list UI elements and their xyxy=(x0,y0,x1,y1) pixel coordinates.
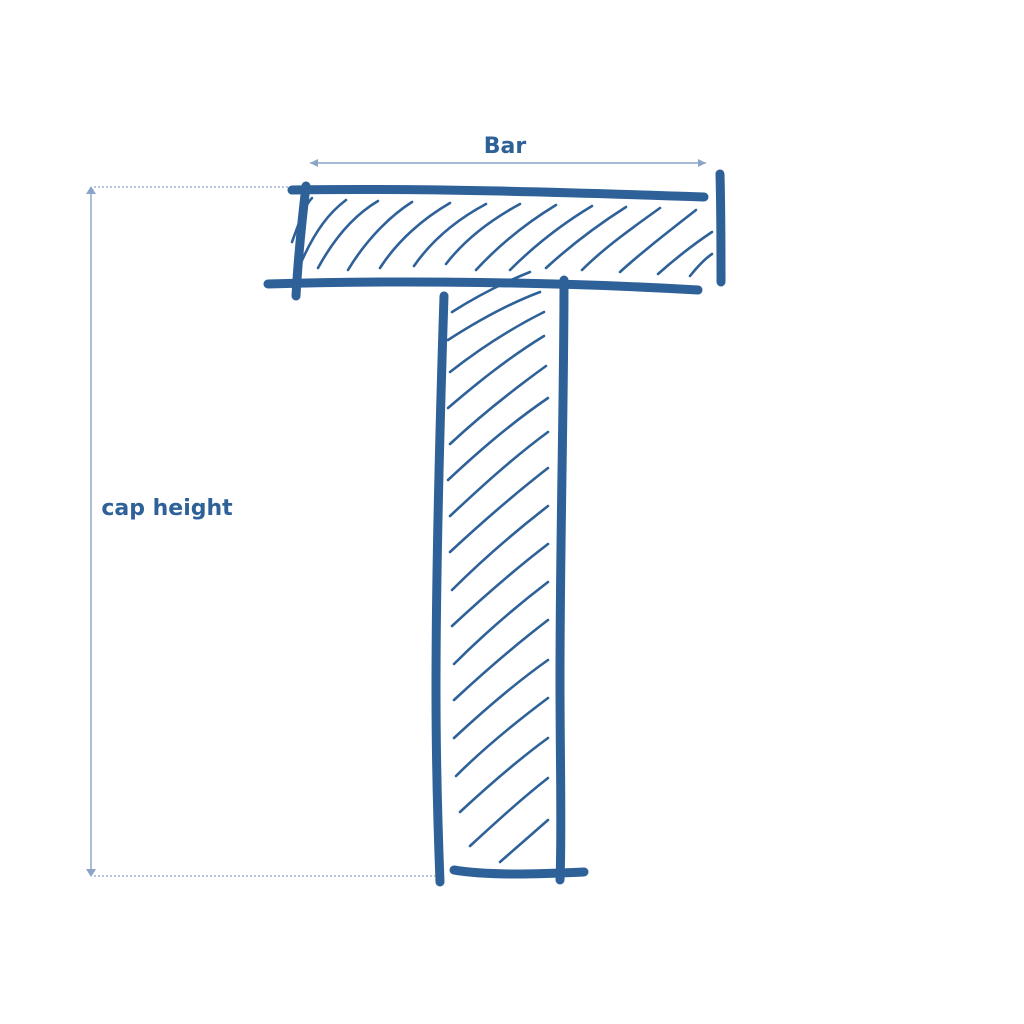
bar-dimension-guide xyxy=(310,159,706,167)
bar-arrow-left xyxy=(310,159,318,167)
cap-height-label: cap height xyxy=(101,496,233,521)
bar-arrow-right xyxy=(698,159,706,167)
bar-left-edge xyxy=(291,181,311,301)
bar-top-edge xyxy=(287,184,709,202)
letter-t-outline xyxy=(263,169,726,887)
stem-hatching xyxy=(446,270,550,864)
stem-right-edge xyxy=(555,275,569,885)
stem-left-edge xyxy=(431,291,449,887)
bar-bottom-edge xyxy=(263,277,703,295)
stem-bottom-edge xyxy=(449,865,589,879)
cap-height-dimension-guide xyxy=(86,186,438,877)
bar-right-edge xyxy=(715,169,726,287)
bar-hatching xyxy=(290,196,714,278)
cap-height-arrow-bottom xyxy=(86,869,96,877)
bar-label: Bar xyxy=(484,134,527,159)
cap-height-arrow-top xyxy=(86,186,96,194)
